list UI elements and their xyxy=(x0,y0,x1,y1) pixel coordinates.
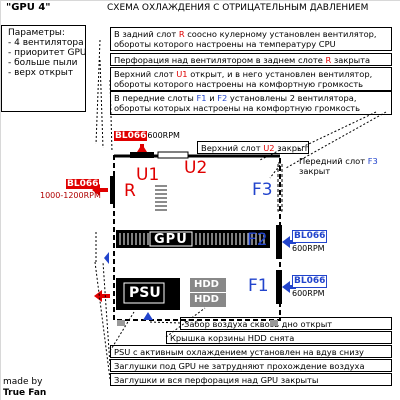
gpu-label-plate xyxy=(149,231,193,247)
parameter-item: - верх открыт xyxy=(8,68,74,78)
fan-badge-rear: BL066 xyxy=(66,179,100,189)
leader-lines xyxy=(94,39,387,380)
fan-badge-front-upper: BL066 600RPM xyxy=(292,230,328,253)
gpu-heatsink-lines xyxy=(119,233,265,245)
parameters-heading: Параметры: xyxy=(8,28,65,38)
slot-u1-label: U1 xyxy=(136,165,160,185)
case-foot-left xyxy=(117,320,125,326)
arrow-left-icon xyxy=(282,236,290,248)
fan-badge-top: BL066600RPM xyxy=(114,131,180,141)
slot-f1-label: F1 xyxy=(248,276,269,296)
app-title: "GPU 4" xyxy=(6,2,51,13)
front-slot-f3 xyxy=(277,162,283,212)
hdd-label-1: HDD xyxy=(194,279,219,290)
front-fan-f1-bar xyxy=(276,270,282,304)
note-front-f3: Передний слот F3 закрыт xyxy=(296,155,392,181)
psu-label-plate xyxy=(123,282,165,304)
parameter-item: - больше пыли xyxy=(8,58,78,68)
rear-fan-bar xyxy=(110,176,115,204)
note-rear-fan: В задний слот R соосно кулерному установ… xyxy=(110,27,392,51)
slot-r-label: R xyxy=(124,181,136,201)
parameters-box: Параметры: - 4 вентилятора - приоритет G… xyxy=(1,25,87,112)
note-rear-perforation: Перфорация над вентилятором в заднем сло… xyxy=(110,53,392,66)
gpu-label: GPU xyxy=(154,232,188,247)
slot-f2-label: F2 xyxy=(247,230,268,250)
diagram-title: СХЕМА ОХЛАЖДЕНИЯ С ОТРИЦАТЕЛЬНЫМ ДАВЛЕНИ… xyxy=(107,3,369,13)
hdd-label-2: HDD xyxy=(194,294,219,305)
note-gpu-plugs: Заглушки под GPU не затрудняют прохожден… xyxy=(110,359,392,372)
note-psu-active: PSU с активным охлаждением установлен на… xyxy=(110,345,392,358)
note-gpu-perforation: Заглушки и вся перфорация над GPU закрыт… xyxy=(110,373,392,386)
cpu-cooler-fins xyxy=(155,185,167,211)
credits-line-1: made by xyxy=(3,377,43,387)
note-top-u2: Верхний слот U2 закрыт xyxy=(197,141,309,154)
hdd-cage-1 xyxy=(190,278,226,292)
title-bar: "GPU 4" СХЕМА ОХЛАЖДЕНИЯ С ОТРИЦАТЕЛЬНЫМ… xyxy=(4,2,396,16)
credits: made by True Fan xyxy=(3,377,46,399)
note-front-fans: В передние слоты F1 и F2 установлены 2 в… xyxy=(110,91,392,115)
hdd-cage-2 xyxy=(190,293,226,307)
case-foot-right xyxy=(270,320,278,326)
arrow-up-icon xyxy=(143,312,153,320)
arrow-left-icon xyxy=(94,290,102,302)
slot-u2-label: U2 xyxy=(184,158,208,178)
note-hdd-cover: Крышка корзины HDD снята xyxy=(166,331,392,344)
front-fan-f2-bar xyxy=(276,225,282,259)
parameter-item: - приоритет GPU xyxy=(8,48,87,58)
parameter-item: - 4 вентилятора xyxy=(8,38,84,48)
fan-badge-front-lower: BL066 600RPM xyxy=(292,275,328,298)
note-top-u1: Верхний слот U1 открыт, и в него установ… xyxy=(110,67,392,91)
credits-line-2: True Fan xyxy=(3,388,47,398)
psu-label: PSU xyxy=(129,285,161,301)
arrow-left-icon xyxy=(104,252,109,264)
u1-grill xyxy=(130,152,154,158)
fan-rpm-rear: 1000-1200RPM xyxy=(40,191,101,200)
slot-f3-label: F3 xyxy=(252,180,273,200)
u2-closed xyxy=(157,151,189,159)
arrow-left-icon xyxy=(282,281,290,293)
